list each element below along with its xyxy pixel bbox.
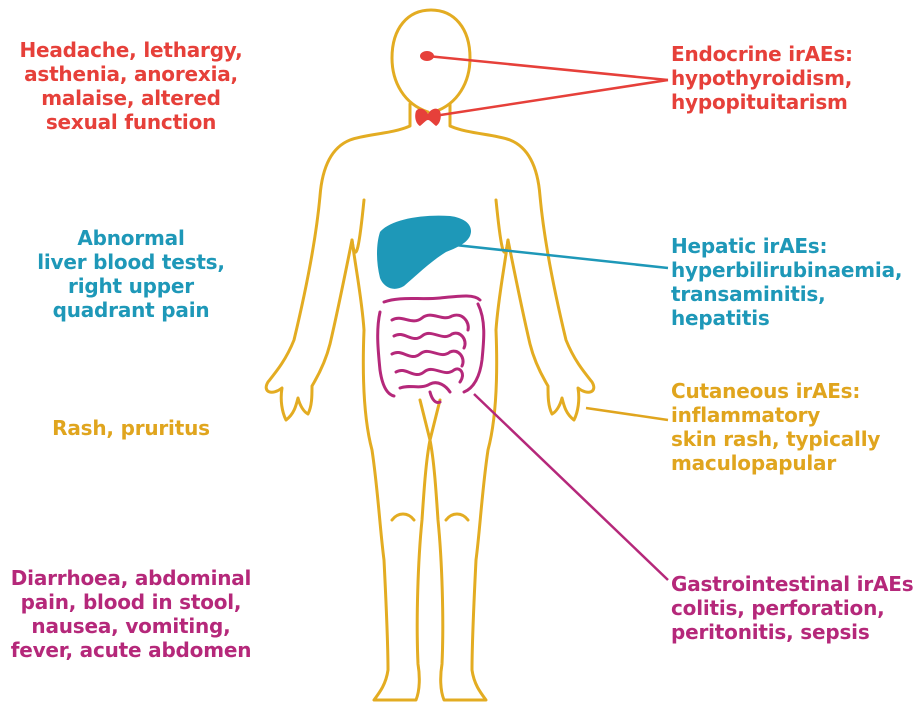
symptoms-gastrointestinal-label: Diarrhoea, abdominal pain, blood in stoo… bbox=[0, 566, 262, 662]
symptoms-gastrointestinal-line: nausea, vomiting, bbox=[0, 614, 262, 638]
symptoms-gastrointestinal-line: fever, acute abdomen bbox=[0, 638, 262, 662]
head-outline bbox=[392, 10, 470, 112]
symptoms-endocrine-label: Headache, lethargy, asthenia, anorexia, … bbox=[0, 38, 262, 134]
irae-hepatic-line: hyperbilirubinaemia, bbox=[671, 258, 902, 282]
irae-cutaneous-line: inflammatory bbox=[671, 403, 880, 427]
irae-hepatic-line: Hepatic irAEs: bbox=[671, 234, 902, 258]
irae-endocrine-line: hypothyroidism, bbox=[671, 66, 853, 90]
connector-skin bbox=[586, 408, 668, 420]
left-knee bbox=[392, 514, 414, 520]
irae-hepatic-line: transaminitis, bbox=[671, 282, 902, 306]
irae-endocrine-line: Endocrine irAEs: bbox=[671, 42, 853, 66]
irae-endocrine-label: Endocrine irAEs: hypothyroidism, hypopit… bbox=[671, 42, 853, 114]
symptoms-endocrine-line: sexual function bbox=[0, 110, 262, 134]
irae-cutaneous-line: maculopapular bbox=[671, 451, 880, 475]
symptoms-endocrine-line: asthenia, anorexia, bbox=[0, 62, 262, 86]
groin-line bbox=[420, 400, 440, 440]
intestines bbox=[378, 296, 484, 403]
right-knee bbox=[446, 514, 468, 520]
symptoms-hepatic-line: liver blood tests, bbox=[0, 250, 262, 274]
connector-gi bbox=[474, 394, 668, 580]
irae-endocrine-line: hypopituitarism bbox=[671, 90, 853, 114]
symptoms-hepatic-line: Abnormal bbox=[0, 226, 262, 250]
irae-gastrointestinal-line: Gastrointestinal irAEs: bbox=[671, 572, 913, 596]
irae-cutaneous-line: Cutaneous irAEs: bbox=[671, 379, 880, 403]
irae-gastrointestinal-label: Gastrointestinal irAEs: colitis, perfora… bbox=[671, 572, 913, 644]
symptoms-cutaneous-label: Rash, pruritus bbox=[0, 416, 262, 440]
symptoms-hepatic-label: Abnormal liver blood tests, right upper … bbox=[0, 226, 262, 322]
symptoms-gastrointestinal-line: Diarrhoea, abdominal bbox=[0, 566, 262, 590]
right-inner-arm bbox=[496, 200, 508, 252]
irae-cutaneous-line: skin rash, typically bbox=[671, 427, 880, 451]
irae-cutaneous-label: Cutaneous irAEs: inflammatory skin rash,… bbox=[671, 379, 880, 475]
irae-gastrointestinal-line: peritonitis, sepsis bbox=[671, 620, 913, 644]
left-inner-arm bbox=[352, 200, 364, 252]
symptoms-gastrointestinal-line: pain, blood in stool, bbox=[0, 590, 262, 614]
torso-outline bbox=[266, 104, 594, 700]
connector-pituitary bbox=[427, 56, 668, 80]
symptoms-hepatic-line: right upper bbox=[0, 274, 262, 298]
connector-liver bbox=[446, 244, 668, 268]
irae-hepatic-line: hepatitis bbox=[671, 306, 902, 330]
liver bbox=[377, 216, 471, 289]
symptoms-cutaneous-line: Rash, pruritus bbox=[0, 416, 262, 440]
symptoms-endocrine-line: Headache, lethargy, bbox=[0, 38, 262, 62]
connector-thyroid bbox=[434, 80, 668, 116]
symptoms-hepatic-line: quadrant pain bbox=[0, 298, 262, 322]
symptoms-endocrine-line: malaise, altered bbox=[0, 86, 262, 110]
irae-hepatic-label: Hepatic irAEs: hyperbilirubinaemia, tran… bbox=[671, 234, 902, 330]
irae-gastrointestinal-line: colitis, perforation, bbox=[671, 596, 913, 620]
